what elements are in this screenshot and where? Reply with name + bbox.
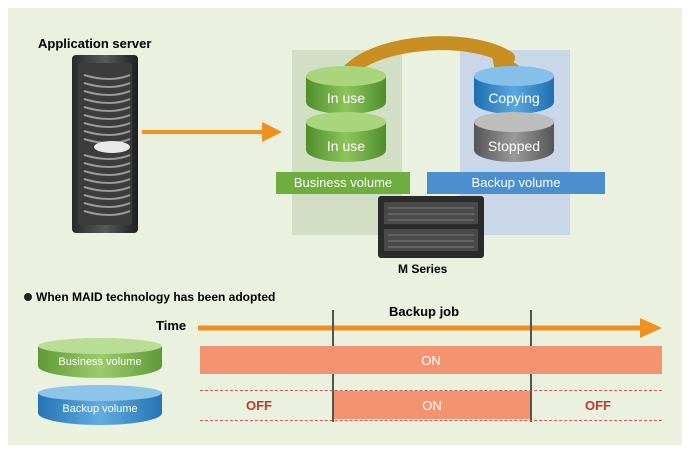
business-volume-row-label: Business volume <box>58 356 142 368</box>
backup-volume-row-label: Backup volume <box>62 403 138 415</box>
business-cylinder-2-label: In use <box>326 138 366 154</box>
row-separator-bottom <box>200 420 662 421</box>
business-on-bar: ON <box>200 346 662 374</box>
storage-label: M Series <box>398 262 448 276</box>
server-to-volume-arrow <box>142 122 282 142</box>
business-cylinder-2: In use <box>306 112 386 162</box>
row-separator-top <box>200 390 662 391</box>
server-icon <box>72 55 138 233</box>
bullet-icon <box>24 293 32 301</box>
business-cylinder-1: In use <box>306 66 386 114</box>
business-volume-cylinder: Business volume <box>38 338 162 378</box>
backup-job-label: Backup job <box>389 304 460 319</box>
backup-cylinder-2-label: Stopped <box>487 138 541 154</box>
backup-cylinder-2: Stopped <box>474 112 554 162</box>
backup-cylinder-1-label: Copying <box>488 90 540 106</box>
time-label: Time <box>156 318 187 333</box>
backup-off-after: OFF <box>585 398 611 413</box>
backup-on-bar: ON <box>334 391 530 419</box>
time-arrow <box>198 318 662 338</box>
backup-volume-cylinder: Backup volume <box>38 385 162 425</box>
maid-heading: When MAID technology has been adopted <box>24 290 275 304</box>
business-volume-tag: Business volume <box>276 172 410 194</box>
backup-cylinder-1: Copying <box>474 66 554 114</box>
maid-heading-text: When MAID technology has been adopted <box>36 290 276 304</box>
server-label: Application server <box>38 36 152 51</box>
storage-unit-icon <box>378 196 484 258</box>
backup-off-before: OFF <box>246 398 272 413</box>
business-cylinder-1-label: In use <box>326 90 366 106</box>
backup-volume-tag: Backup volume <box>427 172 605 194</box>
